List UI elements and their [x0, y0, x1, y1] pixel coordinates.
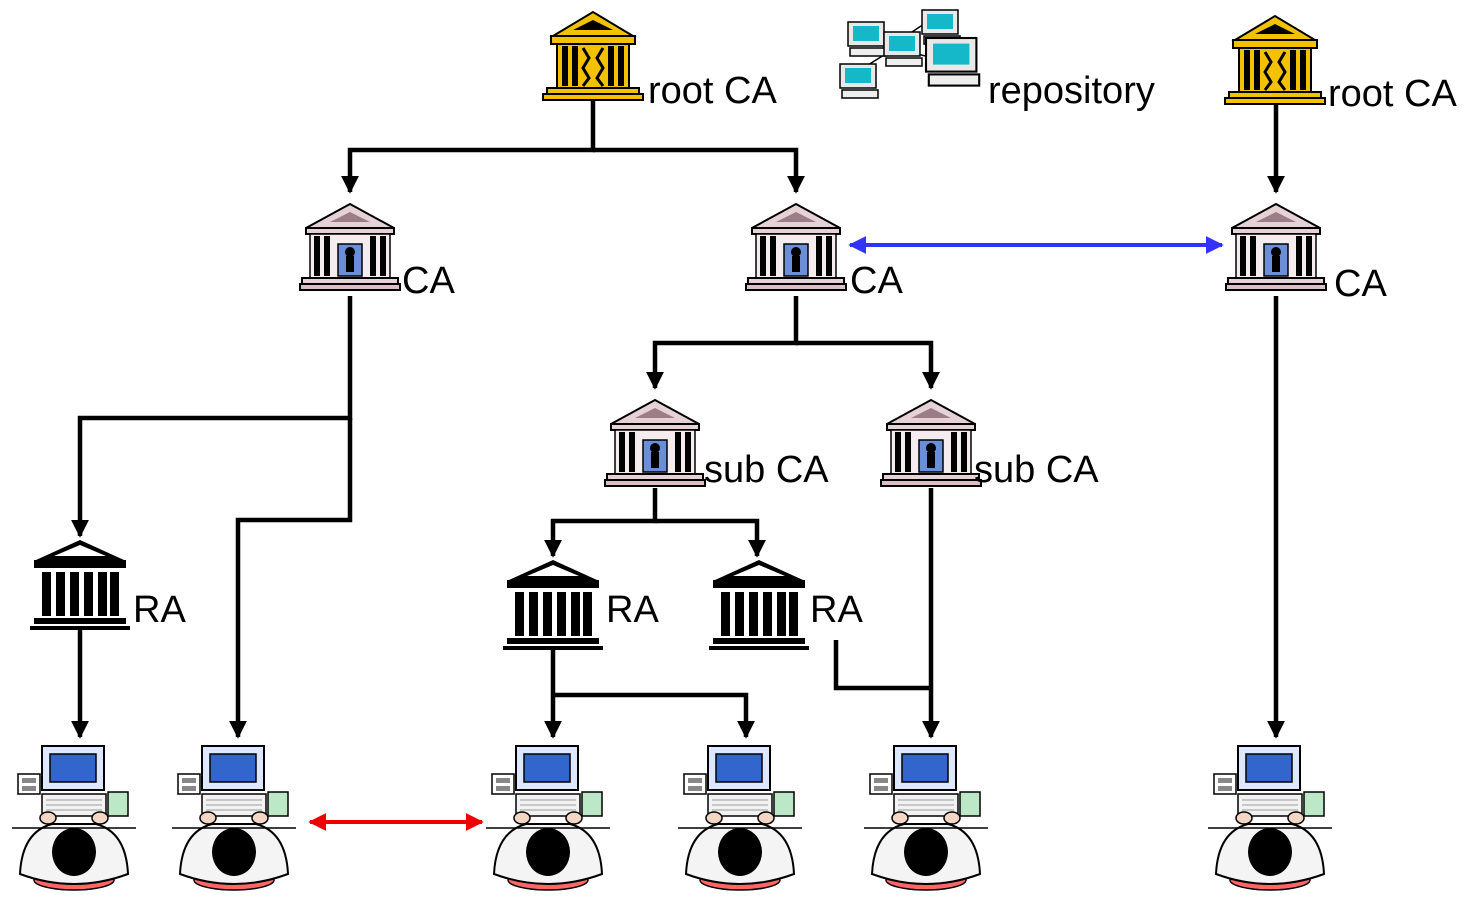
- ca-left-icon: [299, 203, 401, 291]
- connector-ca-middle-to-sub-ca-right: [796, 340, 940, 390]
- connectors: [71, 100, 1285, 739]
- connector-ca-left-to-user-2: [229, 418, 353, 739]
- ca-left-label: CA: [402, 260, 455, 302]
- ca-middle-label: CA: [850, 260, 903, 302]
- root-ca-right-label: root CA: [1328, 73, 1457, 115]
- connector-ra-right-to-user-5: [833, 640, 931, 691]
- repository-label: repository: [988, 70, 1155, 112]
- connector-ca-middle-to-sub-ca-left: [646, 296, 799, 390]
- user-2-icon: [171, 745, 297, 891]
- ra-left-icon: [30, 540, 130, 630]
- connector-root-to-ca-left: [341, 100, 596, 194]
- user-1-icon: [11, 745, 137, 891]
- ca-middle-icon: [745, 203, 847, 291]
- user-4-icon: [677, 745, 803, 891]
- repository-icon: [839, 9, 981, 99]
- connector-ca-left-to-ra-left: [71, 296, 353, 538]
- connector-sub-ca-left-to-ra-right: [655, 518, 766, 558]
- root-ca-left-icon: [541, 10, 645, 102]
- user-6-icon: [1207, 745, 1333, 891]
- root-ca-left-label: root CA: [648, 70, 777, 112]
- ra-middle-label: RA: [606, 589, 659, 631]
- user-5-icon: [863, 745, 989, 891]
- ra-middle-icon: [503, 560, 603, 650]
- sub-ca-right-label: sub CA: [974, 449, 1099, 491]
- user-3-icon: [485, 745, 611, 891]
- ra-right-label: RA: [810, 589, 863, 631]
- ca-right-label: CA: [1334, 263, 1387, 305]
- sub-ca-right-icon: [880, 399, 982, 487]
- ca-right-icon: [1225, 203, 1327, 291]
- sub-ca-left-icon: [604, 399, 706, 487]
- sub-ca-left-label: sub CA: [704, 449, 829, 491]
- connector-sub-ca-left-to-ra-middle: [544, 488, 658, 558]
- ra-right-icon: [709, 560, 809, 650]
- connector-ra-middle-to-user-4: [553, 692, 755, 739]
- root-ca-right-icon: [1223, 14, 1327, 106]
- connector-root-to-ca-middle: [593, 147, 805, 194]
- ra-left-label: RA: [133, 589, 186, 631]
